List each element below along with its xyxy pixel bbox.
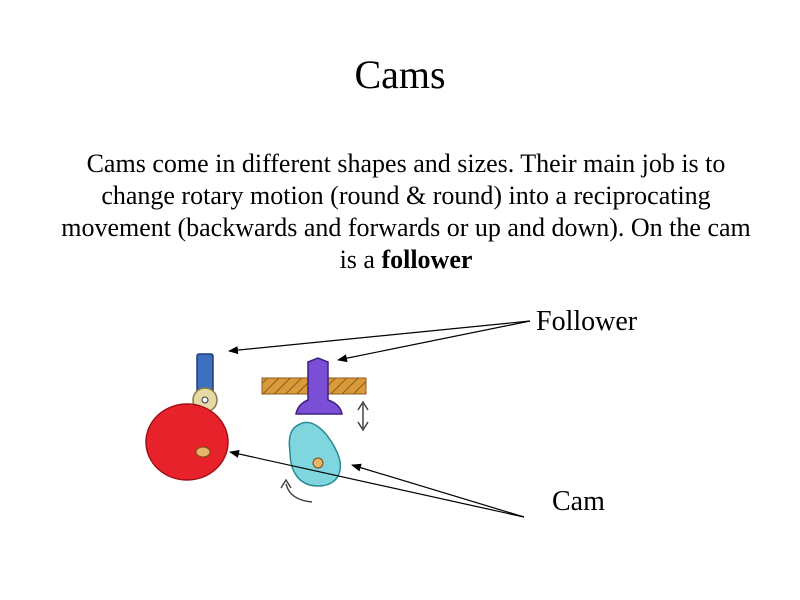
cam-label: Cam <box>552 486 605 517</box>
pear-cam-assembly <box>261 357 369 503</box>
round-cam-pivot <box>195 446 211 458</box>
follower-pointer-left <box>228 320 531 355</box>
slide-body-text: Cams come in different shapes and sizes.… <box>60 148 752 276</box>
follower-pointers <box>228 320 531 363</box>
up-down-arrow-icon <box>357 400 369 432</box>
cam-pointer-left <box>229 450 525 518</box>
follower-pointer-right <box>337 320 531 363</box>
plunger-follower <box>295 357 343 415</box>
cam-pointers <box>229 450 525 518</box>
round-cam <box>145 403 229 481</box>
body-text-bold: follower <box>381 245 473 274</box>
rotation-arrow-icon <box>280 478 313 503</box>
follower-label: Follower <box>536 306 638 337</box>
body-text-main: Cams come in different shapes and sizes.… <box>61 149 751 274</box>
round-cam-assembly <box>145 353 229 481</box>
follower-roller-pin <box>201 396 209 404</box>
pear-cam-pivot <box>312 457 324 469</box>
cam-pointer-right <box>351 463 525 518</box>
pear-cam <box>288 421 341 487</box>
slide-title: Cams <box>354 52 446 97</box>
